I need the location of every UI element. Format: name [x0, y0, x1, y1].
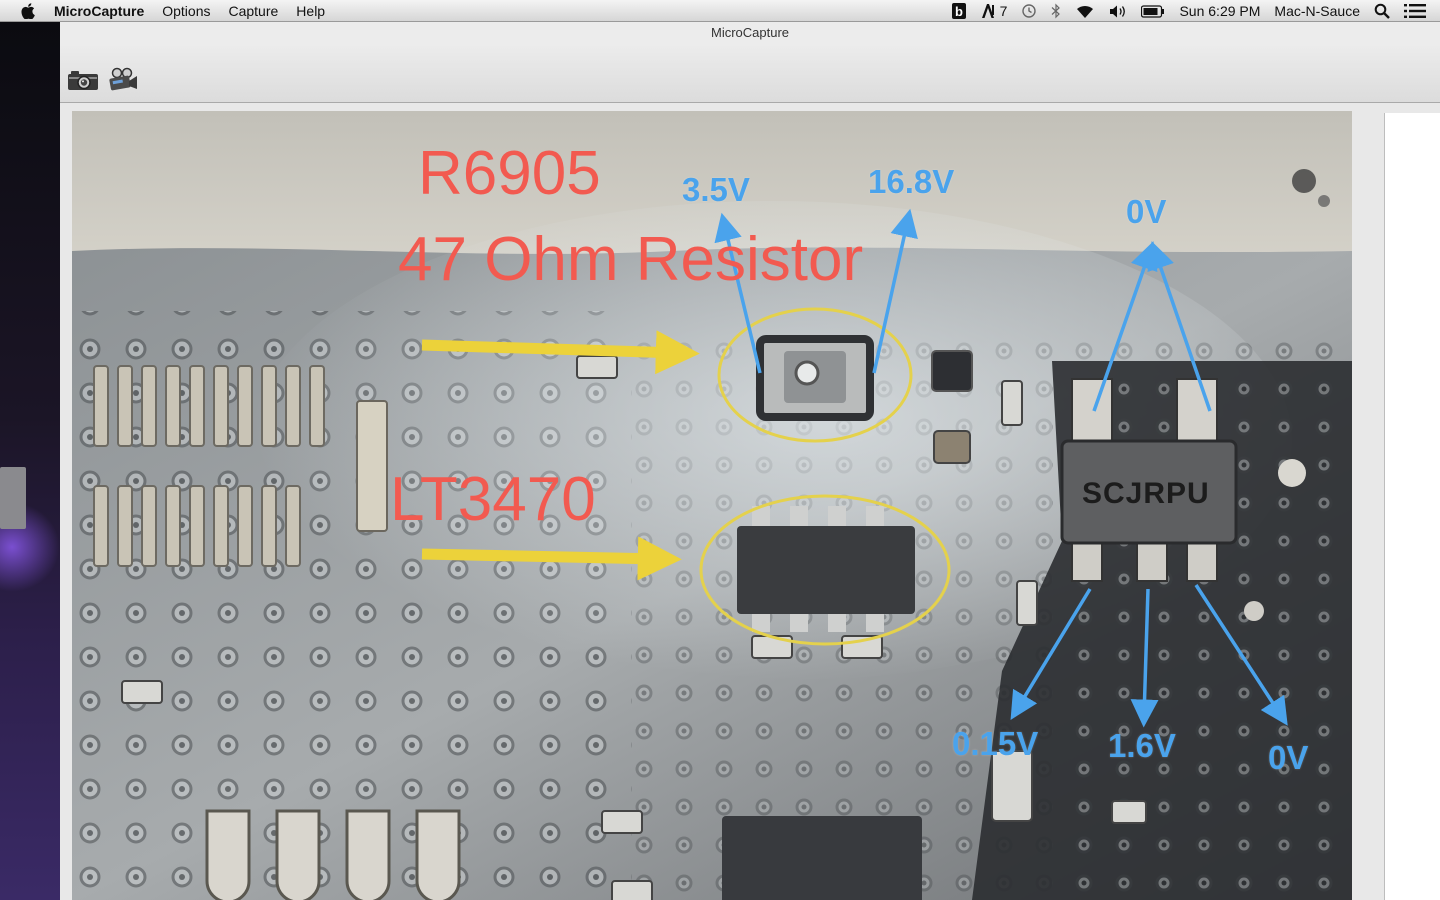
- voltage-1v6: 1.6V: [1108, 727, 1176, 764]
- desktop-background: [0, 22, 60, 900]
- record-video-button[interactable]: [106, 67, 140, 98]
- adobe-updates-icon[interactable]: 7: [981, 3, 1008, 19]
- capture-view[interactable]: SCJRPU R6905 47 Ohm Resistor LT3470 3.5V…: [72, 111, 1352, 900]
- desktop-object: [0, 467, 26, 529]
- battery-icon[interactable]: [1141, 4, 1165, 18]
- chip-highlight: [699, 494, 951, 646]
- snapshot-button[interactable]: [66, 68, 100, 96]
- part-desc-label: 47 Ohm Resistor: [398, 225, 864, 294]
- apple-menu-icon[interactable]: [18, 0, 38, 22]
- arrow-0v-left: [1092, 241, 1158, 412]
- volume-icon[interactable]: [1109, 4, 1127, 19]
- app-menu[interactable]: MicroCapture: [54, 2, 145, 19]
- voltage-0v-top: 0V: [1126, 193, 1167, 230]
- arrow-0v-right: [1147, 241, 1212, 412]
- voltage-0v-bottom: 0V: [1268, 739, 1309, 776]
- video-camera-icon: [107, 67, 139, 98]
- menu-bar: MicroCapture Options Capture Help b 7 Su…: [0, 0, 1440, 22]
- arrow-16v8: [872, 208, 918, 374]
- resistor-arrow: [421, 330, 700, 375]
- svg-text:b: b: [955, 4, 963, 19]
- window-title: MicroCapture: [710, 25, 790, 40]
- chip-label: LT3470: [390, 465, 596, 534]
- user-name[interactable]: Mac-N-Sauce: [1274, 3, 1360, 19]
- voltage-3v5: 3.5V: [682, 171, 750, 208]
- content-area: SCJRPU R6905 47 Ohm Resistor LT3470 3.5V…: [60, 103, 1440, 900]
- wifi-icon[interactable]: [1075, 4, 1095, 19]
- options-menu[interactable]: Options: [162, 2, 211, 19]
- capture-menu[interactable]: Capture: [228, 2, 279, 19]
- time-machine-icon[interactable]: [1021, 3, 1037, 19]
- voltage-0v15: 0.15V: [952, 725, 1039, 762]
- adobe-badge: 7: [999, 3, 1008, 19]
- resistor-highlight: [717, 307, 913, 443]
- spotlight-icon[interactable]: [1374, 3, 1390, 19]
- chip-arrow: [421, 536, 682, 581]
- arrow-0v-bottom: [1194, 584, 1288, 726]
- camera-icon: [67, 69, 99, 96]
- toolbar: [60, 44, 1440, 103]
- arrow-3v5: [714, 212, 762, 374]
- help-menu[interactable]: Help: [296, 2, 326, 19]
- voltage-16v8: 16.8V: [868, 163, 955, 200]
- app-window: MicroCapture: [60, 22, 1440, 900]
- pcb-image: SCJRPU: [72, 111, 1352, 900]
- b-app-icon[interactable]: b: [951, 2, 967, 20]
- status-area: b 7 Sun 6:29 PM Mac-N-Sauce: [951, 0, 1440, 22]
- chip-marking: SCJRPU: [1082, 477, 1210, 510]
- arrow-1v6: [1130, 588, 1159, 728]
- notification-center-icon[interactable]: [1404, 3, 1426, 19]
- part-id-label: R6905: [418, 139, 601, 208]
- side-panel[interactable]: [1384, 113, 1440, 900]
- bluetooth-icon[interactable]: [1051, 3, 1061, 19]
- menu-clock[interactable]: Sun 6:29 PM: [1179, 3, 1261, 19]
- arrow-0v15: [1010, 588, 1092, 720]
